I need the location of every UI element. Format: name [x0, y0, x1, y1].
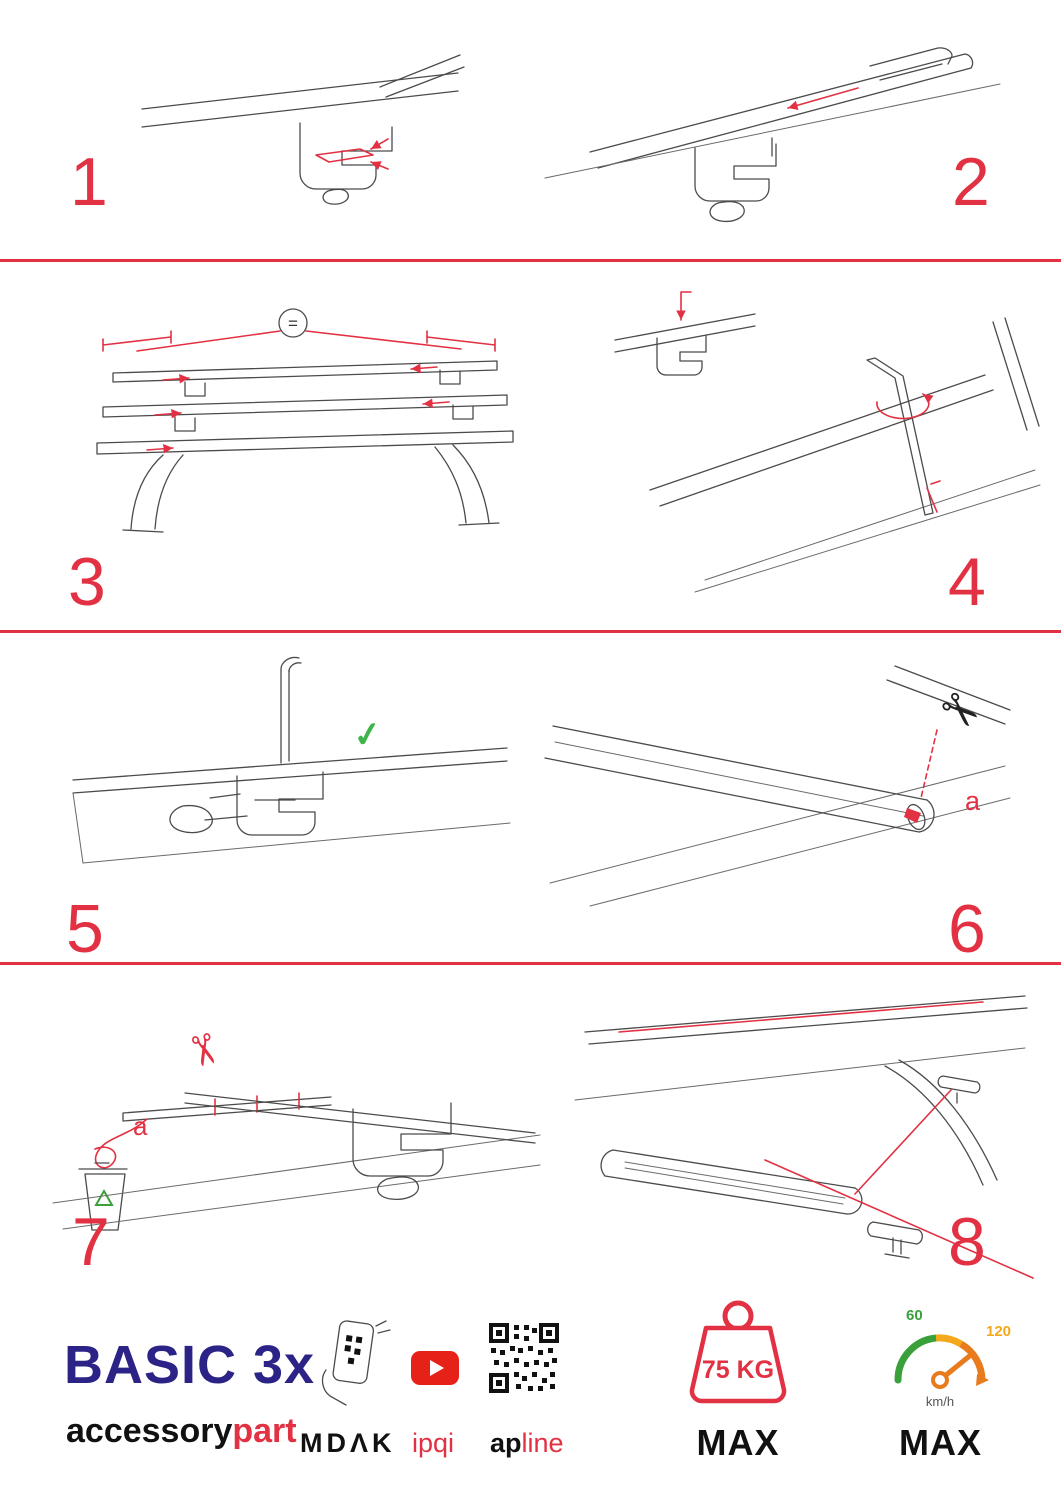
- rubber-strip-end: [904, 808, 921, 823]
- step-3-illustration: =: [96, 308, 514, 533]
- part-label-a: a: [965, 786, 981, 816]
- apline-word-red: line: [521, 1428, 564, 1458]
- youtube-icon: [411, 1351, 459, 1385]
- speed-max-label: MAX: [899, 1422, 982, 1463]
- section-divider: [0, 259, 1061, 262]
- apline-word-black: ap: [490, 1428, 522, 1458]
- step-8-illustration: [574, 995, 1034, 1279]
- max-weight-icon: 75 KG: [689, 1300, 787, 1404]
- step-5-number: 5: [66, 891, 104, 967]
- equal-sign: =: [288, 314, 298, 333]
- product-name: BASIC 3x: [64, 1335, 316, 1395]
- weight-max-label: MAX: [696, 1422, 780, 1463]
- tslot-bar-drawing: [600, 1149, 863, 1215]
- speed-unit-label: km/h: [926, 1394, 954, 1409]
- step-6-illustration: ✂ a: [544, 665, 1011, 907]
- trash-icon: [78, 1162, 128, 1231]
- step-3-number: 3: [68, 544, 106, 620]
- partner-ipqi: ipqi: [412, 1428, 455, 1458]
- step-7-number: 7: [72, 1204, 110, 1280]
- tbolt-adapters-drawing: [867, 1075, 981, 1259]
- roof-perspective-drawing: [574, 995, 1028, 1186]
- clamp-assembly-drawing: [72, 747, 511, 864]
- roof-frame-drawing: [141, 54, 465, 205]
- phone-qr-scan-icon: [321, 1320, 391, 1406]
- speed-high-label: 120: [986, 1323, 1011, 1340]
- brand-word-black: accessory: [66, 1412, 233, 1450]
- cut-guide-line: [920, 729, 938, 799]
- step-6-number: 6: [948, 891, 986, 967]
- pin-insert-drawing: [614, 291, 756, 376]
- step-2-number: 2: [952, 144, 990, 220]
- step-1-illustration: [141, 54, 465, 205]
- clamp-pad-highlight: [315, 138, 389, 171]
- scissors-icon: ✂: [928, 679, 991, 743]
- speed-low-label: 60: [906, 1307, 923, 1324]
- roof-drawing: [549, 665, 1011, 907]
- clamp-frame-drawing: [52, 1092, 541, 1230]
- dimension-lines: [102, 330, 496, 352]
- step-4-number: 4: [948, 544, 986, 620]
- brand-word-red: part: [232, 1412, 297, 1450]
- partner-mdak: MDΛK: [300, 1428, 396, 1458]
- step-7-illustration: ✂ a: [52, 1027, 541, 1231]
- bar-slide-drawing: [544, 47, 1001, 223]
- step-4-illustration: [614, 291, 1041, 593]
- speedometer-icon: 60 120 km/h: [894, 1307, 1011, 1409]
- part-label-a: a: [133, 1111, 148, 1141]
- slide-direction-arrow: [787, 87, 859, 110]
- recycle-icon: [94, 1188, 114, 1206]
- discard-arrow: [94, 1118, 148, 1169]
- step-2-illustration: [544, 47, 1001, 223]
- rod-drawing: [280, 656, 302, 764]
- scissors-icon: ✂: [176, 1027, 231, 1073]
- allen-key-drawing: [866, 357, 941, 516]
- step-1-number: 1: [70, 144, 108, 220]
- crossbars-drawing: [96, 360, 514, 533]
- check-icon: ✓: [351, 714, 385, 756]
- step-5-illustration: ✓: [72, 656, 511, 864]
- alignment-guides: [764, 1089, 1034, 1279]
- equal-spacing-badge: [278, 308, 308, 338]
- crossbar-profile-drawing: [544, 725, 935, 833]
- qr-code-icon: [489, 1323, 559, 1393]
- brand-wordmark: accessorypart: [66, 1412, 297, 1451]
- weight-value: 75 KG: [702, 1356, 774, 1384]
- partner-apline: apline: [490, 1428, 564, 1459]
- section-divider: [0, 962, 1061, 965]
- step-8-number: 8: [948, 1204, 986, 1280]
- adjust-arrows: [146, 363, 450, 454]
- section-divider: [0, 630, 1061, 633]
